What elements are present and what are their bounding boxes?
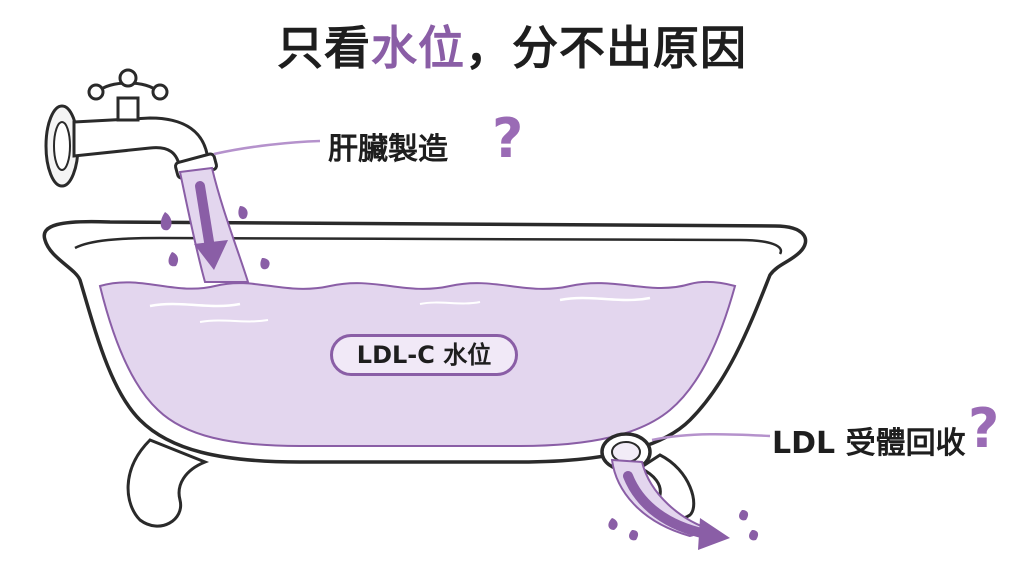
outflow-label: LDL 受體回收 xyxy=(772,426,966,461)
question-mark-icon: ? xyxy=(492,107,524,170)
outflow-arrow-icon xyxy=(623,471,730,550)
ldl-c-level-label: LDL-C 水位 xyxy=(330,334,518,376)
inflow-leader-line xyxy=(213,139,321,156)
title-part-1: 只看 xyxy=(277,21,371,75)
page-title: 只看水位，分不出原因 xyxy=(0,12,1024,78)
title-highlight: 水位 xyxy=(371,21,465,75)
inflow-label: 肝臟製造 xyxy=(328,132,448,167)
faucet-icon xyxy=(44,68,218,188)
outflow-leader-line xyxy=(651,432,771,442)
title-part-2: ，分不出原因 xyxy=(465,21,747,75)
question-mark-icon-2: ? xyxy=(968,397,1000,460)
tub-foot-left xyxy=(126,438,210,528)
inflow-arrow-icon xyxy=(194,181,228,270)
